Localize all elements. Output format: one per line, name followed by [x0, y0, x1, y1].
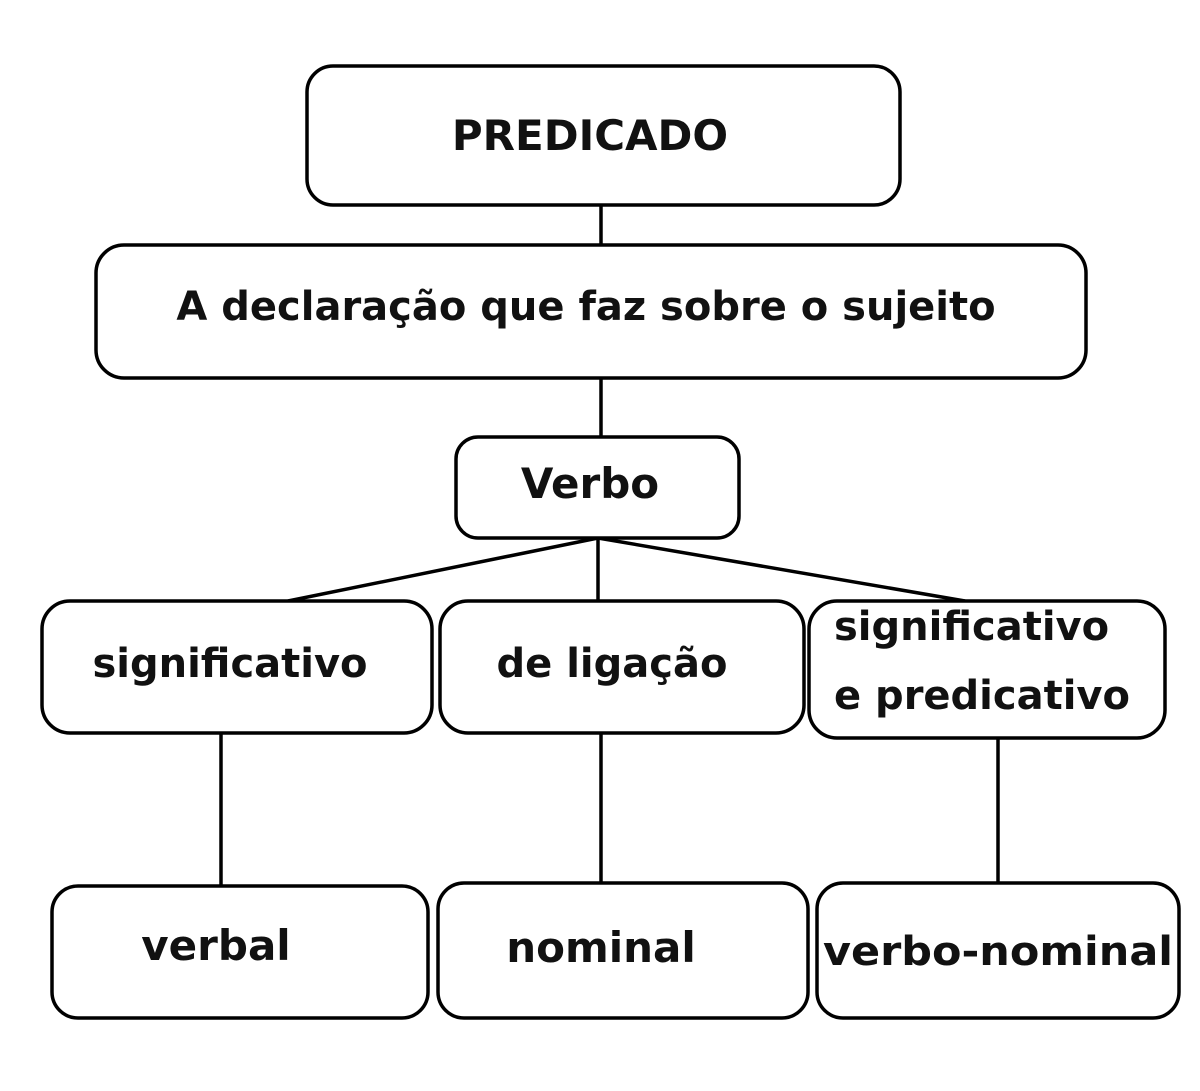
verbo-nominal-node: verbo-nominal [815, 881, 1181, 1020]
connector-verbo-significativo [287, 536, 599, 603]
ligacao-node: de ligação [438, 599, 806, 735]
significativo-label: significativo [92, 641, 367, 687]
verbo-label: Verbo [521, 459, 659, 508]
significativo-predicativo-node: significativo e predicativo [807, 599, 1167, 740]
nominal-label: nominal [506, 923, 696, 972]
verbo-node: Verbo [454, 435, 741, 540]
nominal-node: nominal [436, 881, 810, 1020]
verbal-node: verbal [50, 884, 430, 1020]
definition-node: A declaração que faz sobre o sujeito [94, 243, 1088, 380]
significativo-node: significativo [40, 599, 434, 735]
ligacao-label: de ligação [497, 641, 728, 687]
verbal-label: verbal [141, 921, 290, 970]
sig-pred-label-line1: significativo [834, 604, 1109, 650]
sig-pred-label-line2: e predicativo [834, 673, 1130, 719]
predicado-node: PREDICADO [305, 64, 902, 207]
definition-label: A declaração que faz sobre o sujeito [176, 284, 995, 330]
connector-verbo-sig-pred [597, 536, 966, 603]
predicado-label: PREDICADO [452, 111, 728, 160]
verbo-nominal-label: verbo-nominal [823, 929, 1173, 975]
